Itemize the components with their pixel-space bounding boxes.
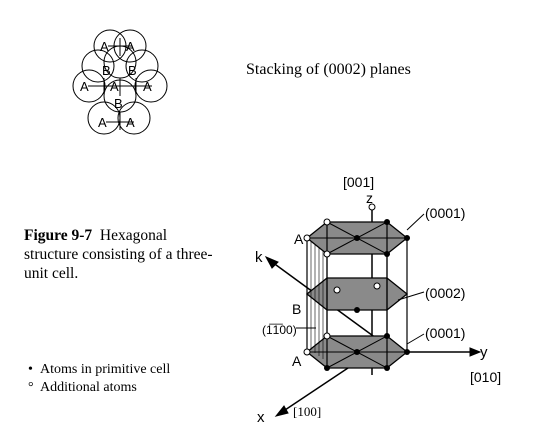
atom-additional: [368, 203, 376, 211]
atom-circle: [81, 49, 115, 83]
solid-dot-icon: •: [28, 362, 33, 377]
stack-letter: A: [126, 115, 135, 130]
z-axis-label: z: [366, 190, 373, 206]
atom-additional: [323, 332, 331, 340]
atom-primitive: [354, 235, 360, 241]
atom-additional: [323, 218, 331, 226]
direction-100-label: [100]: [293, 404, 321, 419]
atom-primitive: [384, 251, 390, 257]
x-axis-arrow: [274, 405, 289, 417]
legend-additional-label: Additional atoms: [40, 380, 137, 395]
stack-letter: B: [128, 63, 137, 78]
stacking-title: Stacking of (0002) planes: [246, 61, 411, 78]
k-axis-label: k: [255, 249, 263, 266]
plane-0002-label: (0002): [425, 285, 465, 301]
plane-1100-label: (1̅1̅00): [262, 323, 297, 337]
stacking-sketch: [72, 29, 168, 135]
atom-primitive: [354, 307, 360, 313]
atom-primitive: [324, 365, 330, 371]
atoms: [303, 203, 410, 371]
plane-0001-top-label: (0001): [425, 205, 465, 221]
stack-letter: A: [110, 79, 119, 94]
legend-additional: ° Additional atoms: [28, 380, 137, 396]
atom-primitive: [404, 235, 410, 241]
layer-a-bottom-label: A: [292, 353, 302, 369]
stack-letter: A: [100, 39, 109, 54]
stack-letter: B: [102, 63, 111, 78]
stack-letter: A: [126, 39, 135, 54]
atom-circle: [117, 101, 151, 135]
legend-primitive-label: Atoms in primitive cell: [40, 362, 171, 377]
layer-a-top-label: A: [294, 231, 304, 247]
stack-letter: A: [143, 79, 152, 94]
figure-caption-text: Hexagonal structure consisting of a thre…: [24, 227, 213, 282]
atom-primitive: [384, 219, 390, 225]
atom-additional: [303, 234, 311, 242]
layer-b-label: B: [292, 301, 301, 317]
stacking-letters: A A B B A A A B A A: [80, 39, 152, 130]
stack-letter: A: [80, 79, 89, 94]
atom-additional: [373, 282, 381, 290]
atom-primitive: [384, 333, 390, 339]
k-axis-arrow: [264, 255, 279, 269]
x-axis-label: x: [257, 409, 265, 426]
y-axis-label: y: [480, 344, 488, 361]
y-axis-arrow: [469, 347, 482, 357]
direction-001-label: [001]: [343, 174, 374, 190]
plane-0001-bottom-label: (0001): [425, 325, 465, 341]
middle-plane: [305, 277, 409, 311]
figure-label: Figure 9-7: [24, 227, 93, 244]
atom-additional: [323, 250, 331, 258]
atom-primitive: [354, 349, 360, 355]
stack-letter: A: [98, 115, 107, 130]
stack-letter: B: [114, 96, 123, 111]
atom-additional: [333, 286, 341, 294]
figure-caption: Figure 9-7 Hexagonal structure consistin…: [24, 226, 224, 283]
open-dot-icon: °: [28, 380, 34, 395]
atom-additional: [303, 348, 311, 356]
direction-010-label: [010]: [470, 369, 501, 385]
atom-primitive: [404, 349, 410, 355]
atom-primitive: [384, 365, 390, 371]
atom-circle: [125, 49, 159, 83]
legend-primitive: • Atoms in primitive cell: [28, 362, 171, 378]
